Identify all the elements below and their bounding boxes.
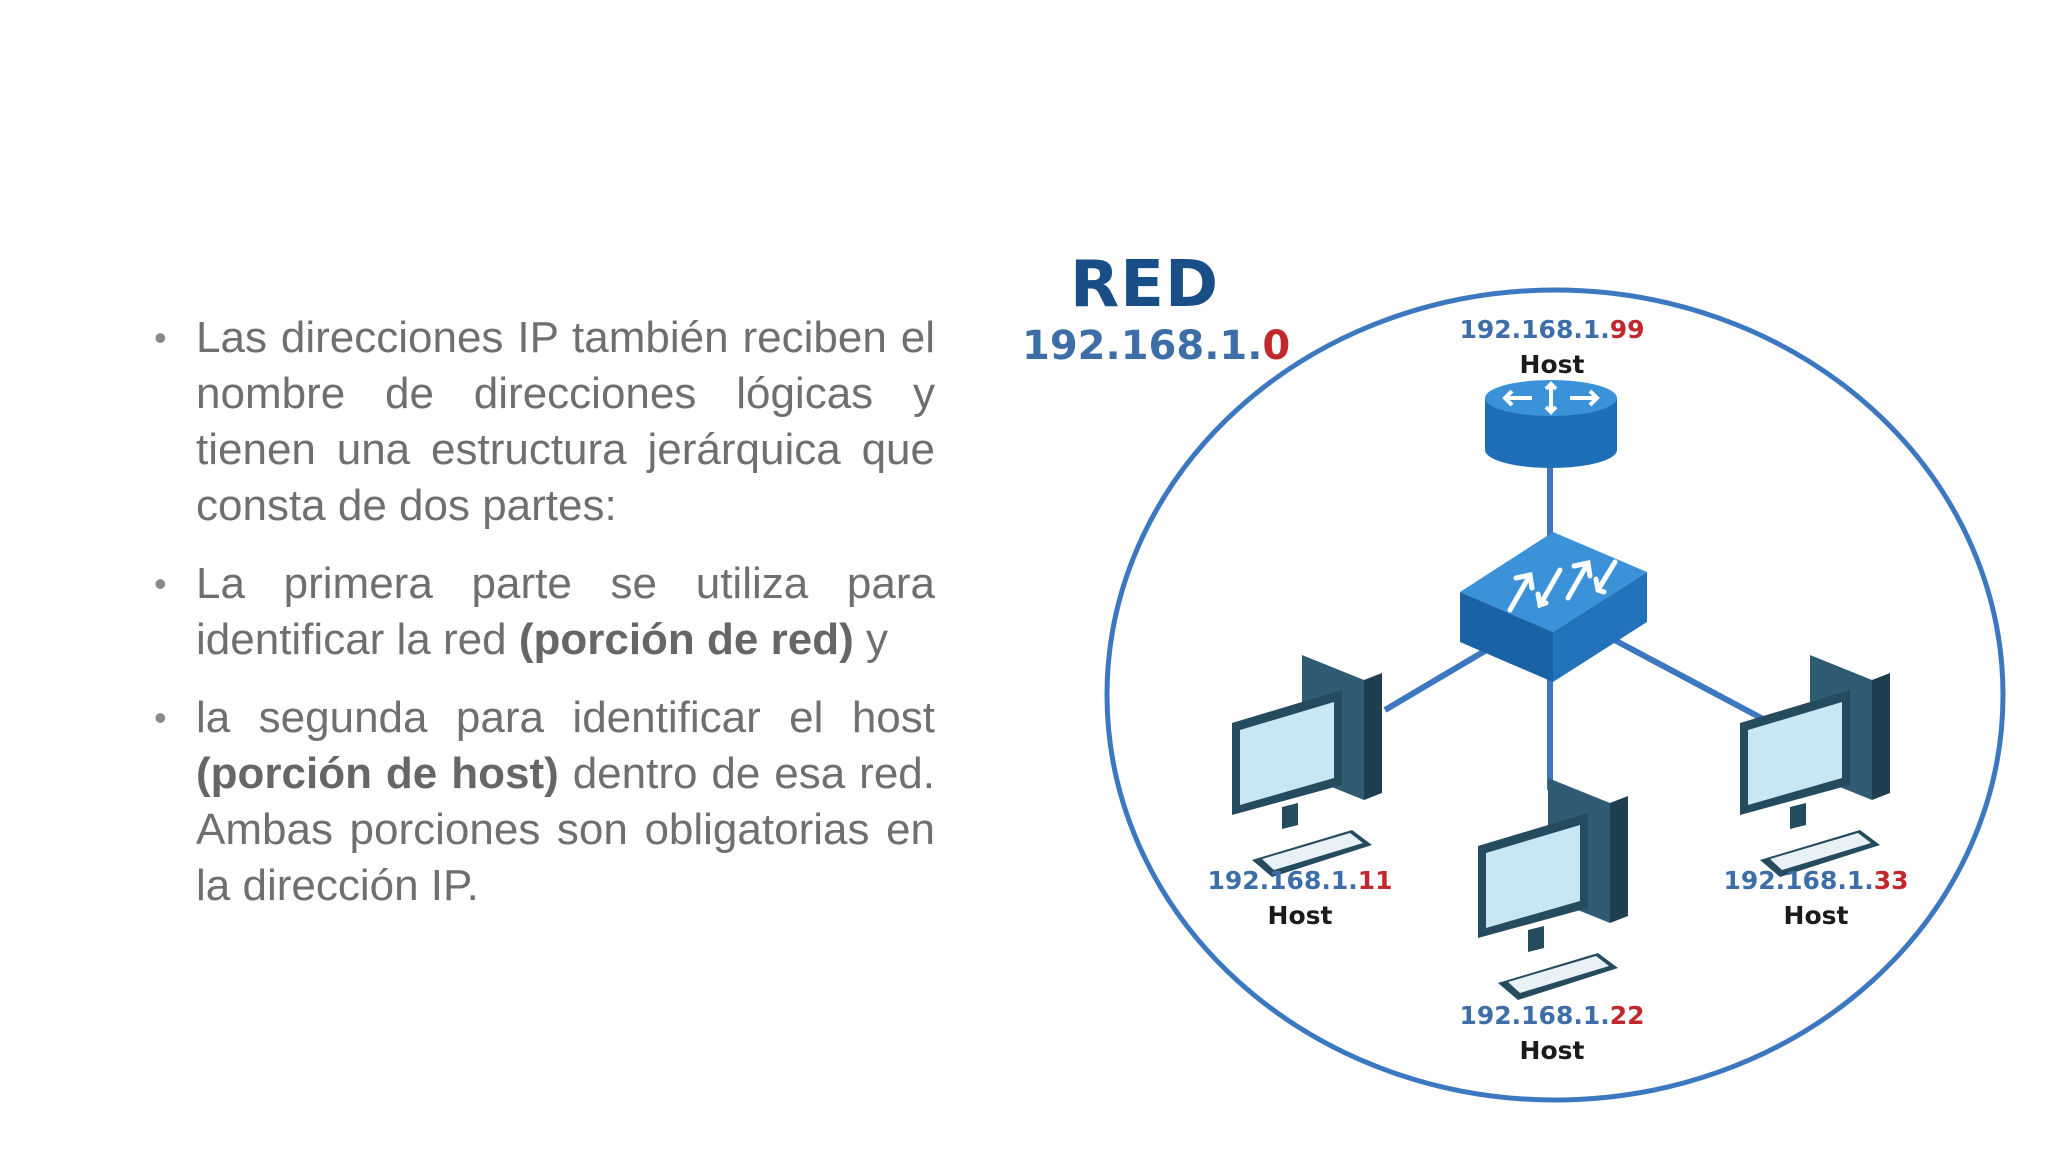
pc-bottom-label: 192.168.1.22 Host bbox=[1422, 1000, 1682, 1067]
network-ip-last: 0 bbox=[1262, 323, 1291, 369]
bullet-item: • la segunda para identificar el host (p… bbox=[150, 690, 935, 914]
network-switch-icon bbox=[1460, 532, 1647, 682]
desktop-computer-icon bbox=[1232, 655, 1382, 877]
bullet-bold-text: (porción de red) bbox=[518, 615, 854, 664]
desktop-computer-icon bbox=[1740, 655, 1890, 877]
router-icon bbox=[1485, 380, 1617, 468]
host-label: Host bbox=[1267, 901, 1333, 930]
link-switch-pc-left bbox=[1383, 639, 1502, 713]
network-diagram: RED 192.168.1.0 192.168.1.99 Host 192.16… bbox=[1000, 230, 2040, 1130]
bullet-dot: • bbox=[154, 697, 167, 738]
host-label: Host bbox=[1519, 1036, 1585, 1065]
link-switch-pc-right bbox=[1603, 632, 1782, 731]
bullet-text: Las direcciones IP también reciben el no… bbox=[196, 313, 935, 530]
bullet-list: • Las direcciones IP también reciben el … bbox=[150, 310, 935, 936]
network-ip-prefix: 192.168.1. bbox=[1022, 323, 1263, 369]
ip-last: 22 bbox=[1609, 1001, 1645, 1030]
bullet-dot: • bbox=[154, 563, 167, 604]
pc-left-ip: 192.168.1.11 bbox=[1207, 866, 1392, 895]
ip-prefix: 192.168.1. bbox=[1207, 866, 1358, 895]
bullet-dot: • bbox=[154, 317, 167, 358]
bullet-text: dentro de esa red. Ambas porciones son o… bbox=[196, 749, 935, 910]
desktop-computer-icon bbox=[1478, 778, 1628, 1000]
ip-last: 33 bbox=[1873, 866, 1909, 895]
bullet-item: • La primera parte se utiliza para ident… bbox=[150, 556, 935, 668]
ip-last: 11 bbox=[1357, 866, 1393, 895]
bullet-text: y bbox=[853, 615, 888, 664]
network-circle bbox=[1104, 287, 2006, 1103]
ip-prefix: 192.168.1. bbox=[1723, 866, 1874, 895]
bullet-item: • Las direcciones IP también reciben el … bbox=[150, 310, 935, 534]
bullet-text: la segunda para identificar el host bbox=[196, 693, 935, 742]
bullet-bold-text: (porción de host) bbox=[196, 749, 559, 798]
ip-prefix: 192.168.1. bbox=[1459, 1001, 1610, 1030]
router-ip: 192.168.1.99 bbox=[1459, 315, 1644, 344]
router-label: 192.168.1.99 Host bbox=[1422, 314, 1682, 381]
pc-right-ip: 192.168.1.33 bbox=[1723, 866, 1908, 895]
network-ip: 192.168.1.0 bbox=[1022, 322, 1322, 370]
ip-prefix: 192.168.1. bbox=[1459, 315, 1610, 344]
network-title: RED bbox=[1070, 248, 1220, 322]
pc-bottom-ip: 192.168.1.22 bbox=[1459, 1001, 1644, 1030]
bullet-text: La primera parte se utiliza para identif… bbox=[196, 559, 935, 664]
ip-last: 99 bbox=[1609, 315, 1645, 344]
network-diagram-graphic bbox=[1104, 287, 2006, 1103]
pc-right-label: 192.168.1.33 Host bbox=[1686, 865, 1946, 932]
host-label: Host bbox=[1783, 901, 1849, 930]
pc-left-label: 192.168.1.11 Host bbox=[1170, 865, 1430, 932]
host-label: Host bbox=[1519, 350, 1585, 379]
